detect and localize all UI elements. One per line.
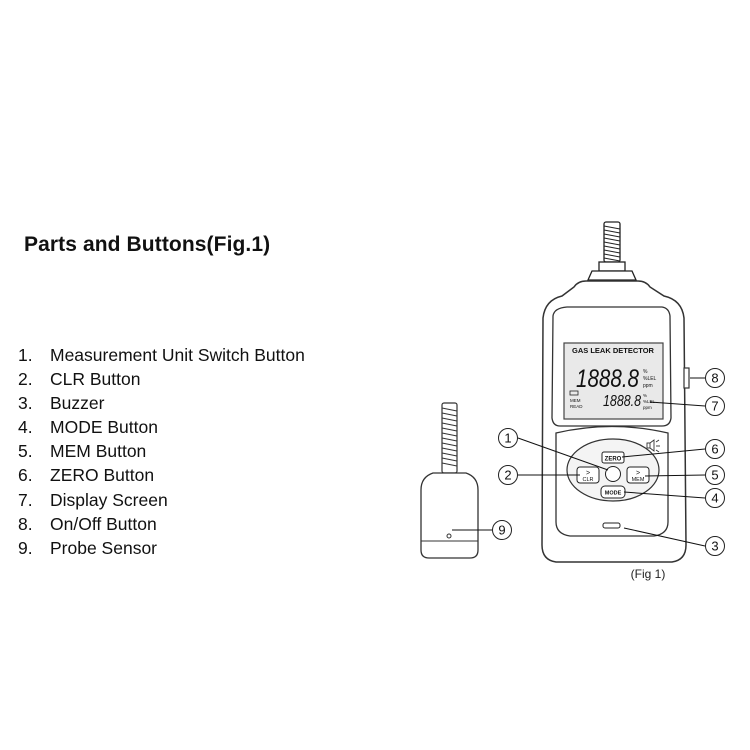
- lcd-title: GAS LEAK DETECTOR: [572, 346, 655, 355]
- callout-number: 4: [711, 491, 718, 506]
- battery-icon: [569, 390, 579, 396]
- item-number: 8.: [18, 513, 33, 534]
- zero-button[interactable]: ZERO: [601, 451, 625, 464]
- callout-6: 6: [705, 439, 725, 459]
- item-label: Probe Sensor: [50, 537, 158, 558]
- on-off-button[interactable]: [683, 367, 690, 389]
- callout-5: 5: [705, 465, 725, 485]
- device-body: [541, 280, 687, 563]
- read-indicator: READ: [570, 404, 583, 409]
- callout-8: 8: [705, 368, 725, 388]
- sub-unit-ppm: ppm: [643, 405, 652, 410]
- sub-reading: 1888.8: [603, 393, 641, 410]
- mem-button[interactable]: > MEM: [626, 466, 650, 484]
- sub-unit-percent: %: [643, 393, 647, 398]
- zero-button-label: ZERO: [605, 457, 622, 463]
- unit-switch-button[interactable]: [605, 466, 621, 482]
- item-label: Display Screen: [50, 489, 168, 510]
- callout-9: 9: [492, 520, 512, 540]
- parts-list-item: 4. MODE Button: [18, 415, 305, 439]
- parts-list-item: 3. Buzzer: [18, 391, 305, 415]
- parts-list: 1. Measurement Unit Switch Button 2. CLR B…: [18, 343, 305, 560]
- parts-list-item: 5. MEM Button: [18, 439, 305, 463]
- item-number: 4.: [18, 417, 33, 438]
- main-unit-percent: %: [643, 369, 648, 375]
- callout-number: 3: [711, 539, 718, 554]
- mem-indicator: MEM: [570, 398, 581, 403]
- callout-number: 5: [711, 468, 718, 483]
- parts-list-item: 7. Display Screen: [18, 488, 305, 512]
- item-label: MODE Button: [50, 417, 158, 438]
- callout-2: 2: [498, 465, 518, 485]
- main-unit-ppm: ppm: [643, 383, 653, 389]
- item-label: CLR Button: [50, 369, 141, 390]
- mode-button[interactable]: MODE: [600, 485, 626, 499]
- leader-lines: [452, 377, 706, 547]
- mode-button-label: MODE: [605, 491, 622, 497]
- item-label: ZERO Button: [50, 465, 155, 486]
- callout-number: 8: [711, 371, 718, 386]
- speaker-icon: [646, 439, 660, 453]
- sub-unit-lel: %LEL: [643, 399, 656, 404]
- callout-7: 7: [705, 396, 725, 416]
- clr-button[interactable]: > CLR: [576, 466, 600, 484]
- callout-1: 1: [498, 428, 518, 448]
- callout-number: 9: [498, 523, 505, 538]
- mem-arrow-glyph: >: [636, 470, 640, 477]
- main-reading: 1888.8: [576, 365, 639, 393]
- item-number: 2.: [18, 369, 33, 390]
- lcd-screen: [563, 342, 664, 420]
- parts-list-item: 2. CLR Button: [18, 367, 305, 391]
- item-number: 9.: [18, 537, 33, 558]
- callout-number: 1: [504, 431, 511, 446]
- parts-list-item: 6. ZERO Button: [18, 463, 305, 487]
- item-label: Buzzer: [50, 393, 105, 414]
- item-label: On/Off Button: [50, 513, 157, 534]
- item-number: 1.: [18, 345, 33, 365]
- parts-list-item: 8. On/Off Button: [18, 512, 305, 536]
- buzzer-grille: [602, 522, 621, 529]
- parts-list-item: 1. Measurement Unit Switch Button: [18, 343, 305, 367]
- page-title: Parts and Buttons(Fig.1): [24, 233, 271, 256]
- clr-button-label: CLR: [582, 477, 593, 483]
- item-label: Measurement Unit Switch Button: [50, 345, 305, 365]
- figure-caption: (Fig 1): [631, 567, 666, 581]
- lcd-display: GAS LEAK DETECTOR 1888.8 % %LEL ppm MEM …: [563, 342, 664, 420]
- item-label: MEM Button: [50, 441, 147, 462]
- item-number: 7.: [18, 489, 33, 510]
- probe-sensor: [420, 402, 479, 559]
- callout-number: 7: [711, 399, 718, 414]
- mem-button-label: MEM: [632, 477, 645, 483]
- item-number: 3.: [18, 393, 33, 414]
- callout-3: 3: [705, 536, 725, 556]
- callout-4: 4: [705, 488, 725, 508]
- clr-arrow-glyph: >: [586, 470, 590, 477]
- parts-list-item: 9. Probe Sensor: [18, 536, 305, 560]
- main-unit-lel: %LEL: [643, 376, 657, 382]
- item-number: 6.: [18, 465, 33, 486]
- callout-number: 6: [711, 442, 718, 457]
- item-number: 5.: [18, 441, 33, 462]
- gooseneck-probe: [586, 221, 638, 281]
- callout-number: 2: [504, 468, 511, 483]
